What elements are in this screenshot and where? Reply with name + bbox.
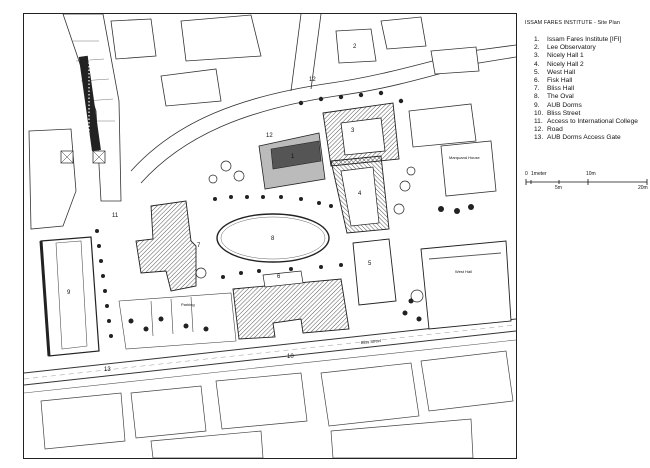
legend-item: 11. Access to International College [534, 118, 650, 126]
label-12-north: 12 [309, 77, 316, 83]
legend-item: 1. Issam Fares Institute [IFI] [534, 36, 650, 44]
trees [95, 90, 474, 338]
legend-title: ISSAM FARES INSTITUTE - Site Plan [525, 20, 620, 26]
left-road [62, 14, 122, 202]
northwest-buildings [28, 14, 262, 230]
legend-item-label: Fisk Hall [547, 77, 573, 85]
legend-item-label: Bliss Hall [547, 85, 575, 93]
bliss-hall [135, 200, 197, 292]
label-4: 4 [358, 191, 362, 197]
legend-item-label: Issam Fares Institute [IFI] [547, 36, 622, 43]
nicely-hall-1 [322, 102, 400, 167]
legend-item: 10.Bliss Street [534, 110, 650, 118]
legend-item: 4. Nicely Hall 2 [534, 61, 650, 69]
legend-item-number: 12. [534, 126, 544, 134]
legend-item-number: 4. [534, 60, 540, 68]
legend-item-label: Lee Observatory [547, 44, 596, 52]
label-3: 3 [351, 128, 355, 134]
scale-twenty: 20m [638, 185, 648, 191]
map-text-labels: Parking Bliss Street West Hall Marquand … [181, 155, 480, 345]
legend-item-label: AUB Dorms [547, 101, 582, 109]
label-8: 8 [271, 236, 275, 242]
south-buildings [40, 350, 514, 458]
legend-item-label: West Hall [547, 68, 576, 76]
label-2: 2 [353, 44, 357, 50]
legend-item: 6. Fisk Hall [534, 77, 650, 85]
legend-item-label: AUB Dorms Access Gate [547, 134, 621, 142]
aub-dorms [39, 236, 100, 357]
scale-bar: 0 1meter 10m 5m 20m [525, 171, 650, 193]
legend: ISSAM FARES INSTITUTE - Site Plan 1. Issa… [525, 20, 650, 143]
legend-item: 7. Bliss Hall [534, 85, 650, 93]
legend-item-number: 11. [534, 118, 543, 126]
label-7: 7 [197, 243, 201, 249]
legend-item-number: 3. [534, 52, 540, 60]
label-9: 9 [67, 290, 71, 296]
legend-item: 3. Nicely Hall 1 [534, 52, 650, 60]
fisk-hall [232, 270, 350, 340]
legend-item-number: 7. [534, 85, 540, 93]
west-hall-label: West Hall [455, 269, 472, 274]
legend-item-number: 2. [534, 44, 540, 52]
label-5: 5 [368, 261, 372, 267]
legend-item: 8. The Oval [534, 93, 650, 101]
scale-bar-graphic [525, 179, 648, 185]
issam-fares-institute [258, 132, 326, 190]
legend-item-number: 13. [534, 134, 544, 142]
label-6: 6 [277, 274, 281, 280]
legend-item: 12.Road [534, 126, 650, 134]
legend-item-label: Nicely Hall 1 [547, 52, 584, 60]
marquand-house [408, 103, 497, 197]
the-oval [216, 213, 330, 263]
label-11: 11 [112, 213, 119, 219]
lee-observatory [335, 16, 480, 75]
legend-item-number: 6. [534, 77, 540, 85]
legend-item-label: Bliss Street [547, 109, 581, 117]
legend-item: 9. AUB Dorms [534, 102, 650, 110]
marquand-house-label: Marquand House [449, 155, 480, 160]
legend-item-label: Nicely Hall 2 [547, 60, 584, 68]
bliss-street-label: Bliss Street [361, 338, 383, 345]
site-plan-map: 1 2 3 4 5 6 7 8 9 10 11 12 12 13 Parking… [23, 13, 517, 459]
legend-item-number: 8. [534, 93, 540, 101]
legend-item: 13.AUB Dorms Access Gate [534, 134, 650, 142]
legend-item-label: Road [547, 126, 563, 134]
nicely-hall-2 [330, 155, 390, 234]
legend-item: 5. West Hall [534, 69, 650, 77]
legend-item-number: 10. [534, 109, 544, 117]
parking-label: Parking [181, 302, 195, 307]
legend-item: 2. Lee Observatory [534, 44, 650, 52]
legend-item-number: 5. [534, 68, 540, 76]
map-number-labels: 1 2 3 4 5 6 7 8 9 10 11 12 12 13 [67, 44, 372, 373]
label-10: 10 [287, 354, 294, 360]
label-1: 1 [291, 154, 295, 160]
legend-list: 1. Issam Fares Institute [IFI] 2. Lee Obser… [525, 36, 650, 143]
scale-five: 5m [555, 185, 562, 191]
parking-area [118, 292, 237, 350]
scale-meter: 1meter [531, 171, 547, 177]
legend-item-label: Access to International College [547, 118, 638, 126]
scale-zero: 0 [525, 171, 528, 177]
scale-ten: 10m [586, 171, 596, 177]
legend-item-label: The Oval [547, 93, 574, 101]
label-13: 13 [104, 367, 111, 373]
legend-item-number: 1. [534, 36, 540, 43]
label-12-inner: 12 [266, 133, 273, 139]
legend-item-number: 9. [534, 101, 540, 109]
west-hall-building [352, 238, 512, 330]
